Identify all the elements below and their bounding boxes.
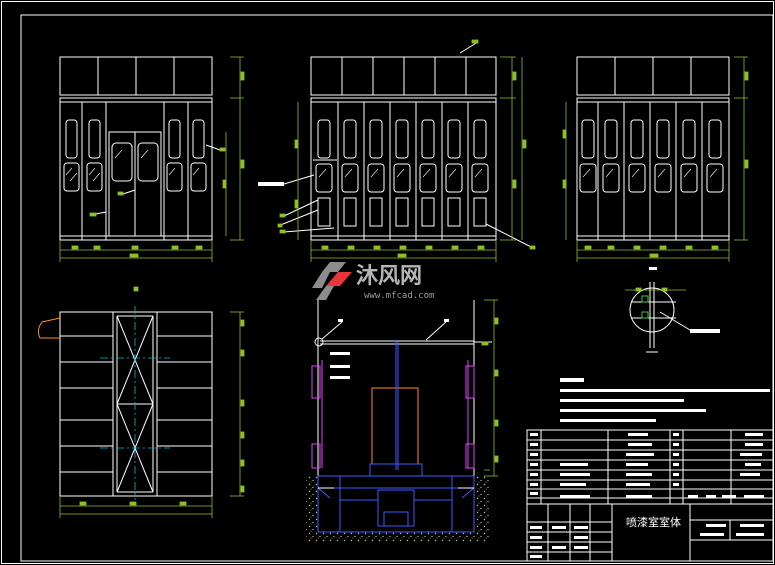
- plan-view-centerlines: [100, 306, 170, 500]
- section-view-labels: [330, 319, 449, 379]
- watermark: 沐风网 www.mfcad.com: [312, 262, 434, 301]
- watermark-logo-icon: [312, 262, 352, 300]
- plan-door-swing: [37, 317, 61, 339]
- rear-elevation-dimensions: [562, 56, 749, 262]
- watermark-url: www.mfcad.com: [364, 291, 434, 301]
- section-view-dimensions: [481, 299, 499, 477]
- front-elevation-dimensions: [59, 56, 245, 262]
- detail-label-tag: [690, 329, 720, 333]
- technical-notes: [560, 378, 770, 422]
- front-elevation-view: [59, 56, 221, 241]
- parts-list-entries: [530, 433, 764, 558]
- side-elevation-view: [277, 41, 536, 250]
- detail-view: [629, 282, 691, 353]
- side-elevation-dimensions: [277, 39, 536, 262]
- plan-view: [59, 311, 213, 497]
- detail-view-dimensions: [625, 267, 686, 292]
- drawing-title: 喷漆室室体: [626, 515, 681, 529]
- watermark-logo-text: 沐风网: [356, 264, 422, 289]
- rear-elevation-view: [576, 56, 730, 241]
- plan-view-dimensions: [59, 286, 245, 518]
- label-tag: [258, 182, 284, 186]
- section-view: [306, 300, 492, 542]
- title-block: [526, 429, 774, 562]
